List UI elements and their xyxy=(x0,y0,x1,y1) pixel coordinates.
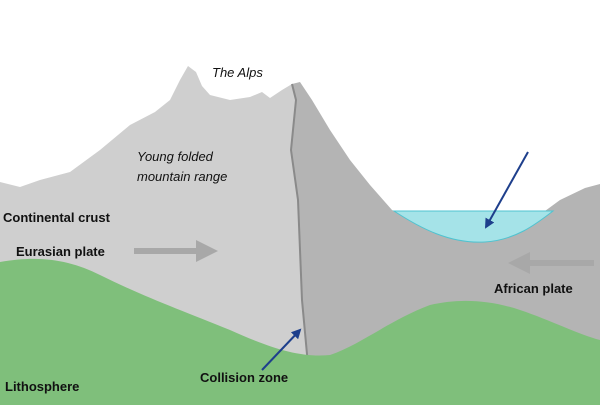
lithosphere-label: Lithosphere xyxy=(5,379,79,394)
eurasian-plate-arrow xyxy=(134,240,218,262)
african-plate-label: African plate xyxy=(494,281,573,296)
sea-pointer-arrow xyxy=(485,151,529,229)
collision-zone-pointer-arrow xyxy=(261,328,302,371)
african-continental-crust xyxy=(291,82,600,380)
eurasian-plate-label: Eurasian plate xyxy=(16,244,105,259)
the-alps-label: The Alps xyxy=(212,65,263,80)
collision-zone-label: Collision zone xyxy=(200,370,288,385)
lithosphere-layer xyxy=(0,258,600,405)
sea-basin xyxy=(392,210,555,243)
young-folded-label-line2: mountain range xyxy=(137,169,227,184)
fault-line xyxy=(289,83,309,366)
young-folded-label-line1: Young folded xyxy=(137,149,214,164)
continental-crust-label: Continental crust xyxy=(3,210,111,225)
african-plate-arrow xyxy=(508,252,594,274)
